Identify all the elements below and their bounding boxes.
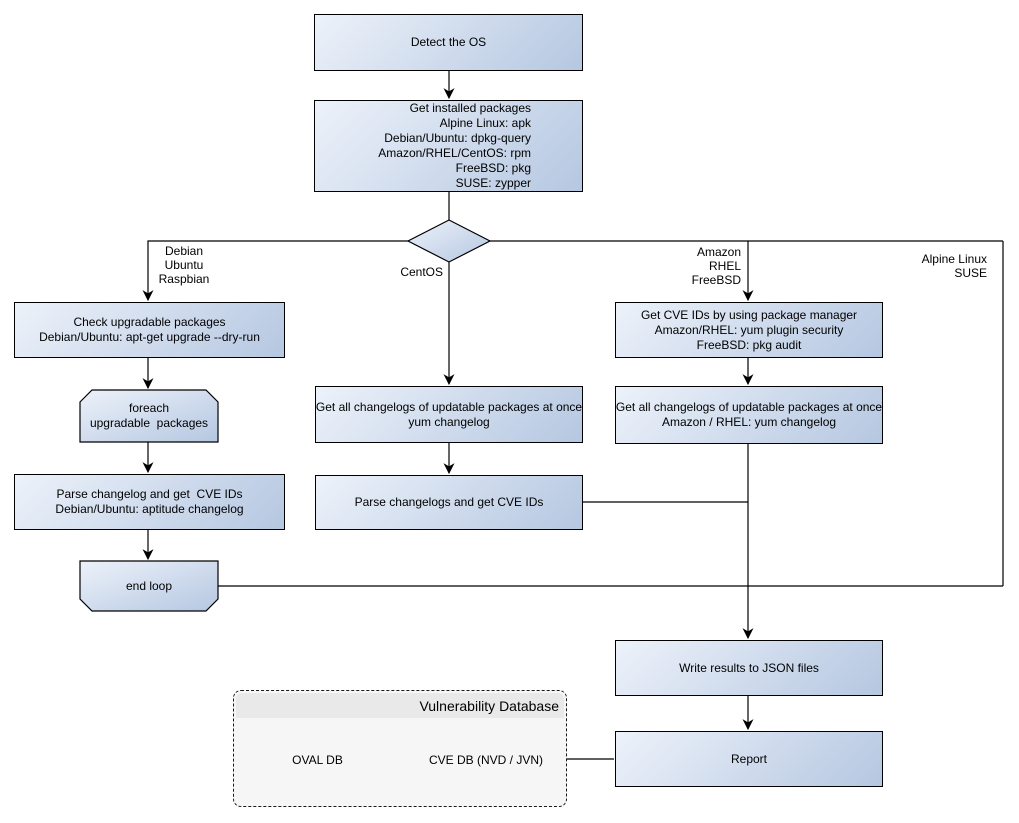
node-report-label: Report [730, 751, 768, 766]
node-check-upgradable-label: Check upgradable packages Debian/Ubuntu:… [39, 315, 260, 344]
end-loop-shape [79, 560, 219, 612]
node-detect-os: Detect the OS [314, 14, 583, 71]
vulnerability-database-group: Vulnerability Database [233, 690, 567, 807]
node-get-changelogs-amazon: Get all changelogs of updatable packages… [615, 386, 883, 444]
node-parse-changelog-debian-label: Parse changelog and get CVE IDs Debian/U… [55, 487, 244, 516]
edge-label-amazon: Amazon RHEL FreeBSD [691, 245, 741, 287]
node-get-cve-ids-pkg-manager: Get CVE IDs by using package manager Ama… [615, 302, 883, 358]
os-decision-diamond [406, 219, 492, 263]
node-get-installed-packages-label: Get installed packages Alpine Linux: apk… [378, 101, 531, 190]
edge-label-centos: CentOS [400, 265, 443, 279]
node-get-installed-packages: Get installed packages Alpine Linux: apk… [314, 100, 583, 192]
node-check-upgradable: Check upgradable packages Debian/Ubuntu:… [14, 302, 285, 358]
edge-label-alpine: Alpine Linux SUSE [921, 252, 987, 280]
edge-decision-to-debian [142, 240, 409, 302]
node-get-changelogs-amazon-label: Get all changelogs of updatable packages… [615, 400, 883, 429]
vulnerability-database-title: Vulnerability Database [236, 693, 564, 718]
node-get-changelogs-centos: Get all changelogs of updatable packages… [315, 386, 583, 443]
node-get-changelogs-centos-label: Get all changelogs of updatable packages… [315, 399, 583, 429]
node-parse-changelogs-centos: Parse changelogs and get CVE IDs [315, 475, 583, 530]
node-write-results: Write results to JSON files [615, 640, 883, 696]
node-get-cve-ids-pkg-manager-label: Get CVE IDs by using package manager Ama… [640, 307, 858, 352]
node-detect-os-label: Detect the OS [410, 35, 487, 49]
node-parse-changelogs-centos-label: Parse changelogs and get CVE IDs [354, 495, 544, 509]
foreach-loop-shape [79, 389, 219, 443]
node-parse-changelog-debian: Parse changelog and get CVE IDs Debian/U… [14, 474, 285, 530]
edge-label-debian: Debian Ubuntu Raspbian [158, 244, 210, 286]
node-write-results-label: Write results to JSON files [679, 660, 819, 675]
node-report: Report [615, 731, 883, 787]
